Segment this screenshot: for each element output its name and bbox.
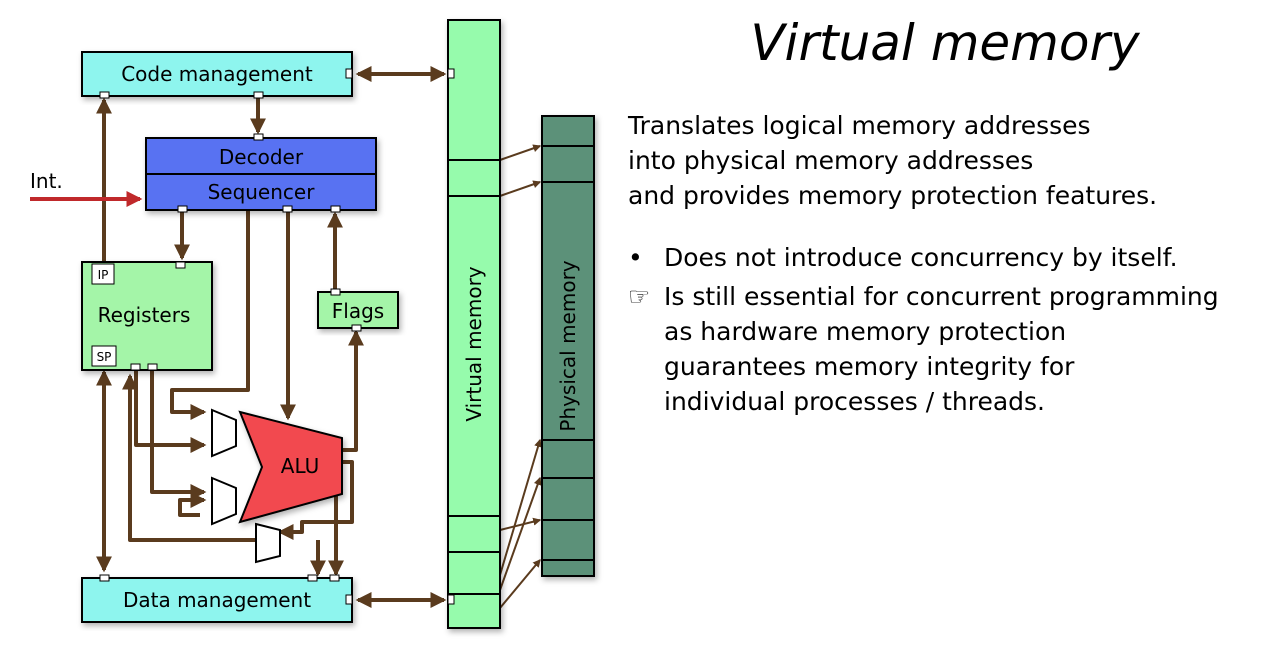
virtual-memory-label: Virtual memory xyxy=(462,266,486,421)
bullet-line: as hardware memory protection xyxy=(664,317,1067,346)
registers-box: IP SP Registers xyxy=(81,261,213,371)
cpu-memory-diagram: Int. Code management Decoder Sequencer I… xyxy=(30,19,595,629)
bullet-list: • Does not introduce concurrency by itse… xyxy=(628,240,1219,423)
pointing-hand-icon: ☞ xyxy=(628,282,651,311)
bullet-line: guarantees memory integrity for xyxy=(664,352,1075,381)
bullet-item: ☞ Is still essential for concurrent prog… xyxy=(628,279,1219,419)
decoder-label: Decoder xyxy=(219,145,304,169)
multiplexers xyxy=(211,408,281,564)
alu-label: ALU xyxy=(281,454,319,478)
flags-label: Flags xyxy=(332,299,384,323)
physical-memory-column: Physical memory xyxy=(541,115,595,577)
decoder-sequencer-box: Decoder Sequencer xyxy=(145,133,377,213)
sp-label: SP xyxy=(97,350,112,364)
intro-line: and provides memory protection features. xyxy=(628,181,1158,210)
slide-title: Virtual memory xyxy=(750,14,1140,72)
ip-label: IP xyxy=(98,268,109,282)
intro-text: Translates logical memory addresses into… xyxy=(628,108,1157,213)
connector-arrows xyxy=(96,66,542,609)
data-management-box: Data management xyxy=(81,574,353,623)
intro-line: into physical memory addresses xyxy=(628,146,1034,175)
sequencer-label: Sequencer xyxy=(208,180,316,204)
bullet-item: • Does not introduce concurrency by itse… xyxy=(628,240,1219,275)
code-management-box: Code management xyxy=(81,51,353,99)
registers-label: Registers xyxy=(98,303,191,327)
code-management-label: Code management xyxy=(121,62,313,86)
intro-line: Translates logical memory addresses xyxy=(628,111,1091,140)
bullet-line: individual processes / threads. xyxy=(664,387,1045,416)
interrupt-label: Int. xyxy=(30,169,63,193)
alu-unit: ALU xyxy=(238,410,343,524)
data-management-label: Data management xyxy=(123,588,311,612)
bullet-line: Does not introduce concurrency by itself… xyxy=(664,243,1178,272)
physical-memory-label: Physical memory xyxy=(556,260,580,431)
bullet-line: Is still essential for concurrent progra… xyxy=(664,282,1219,311)
virtual-memory-column: Virtual memory xyxy=(447,19,501,629)
bullet-marker: • xyxy=(628,243,643,272)
flags-box: Flags xyxy=(317,288,399,332)
